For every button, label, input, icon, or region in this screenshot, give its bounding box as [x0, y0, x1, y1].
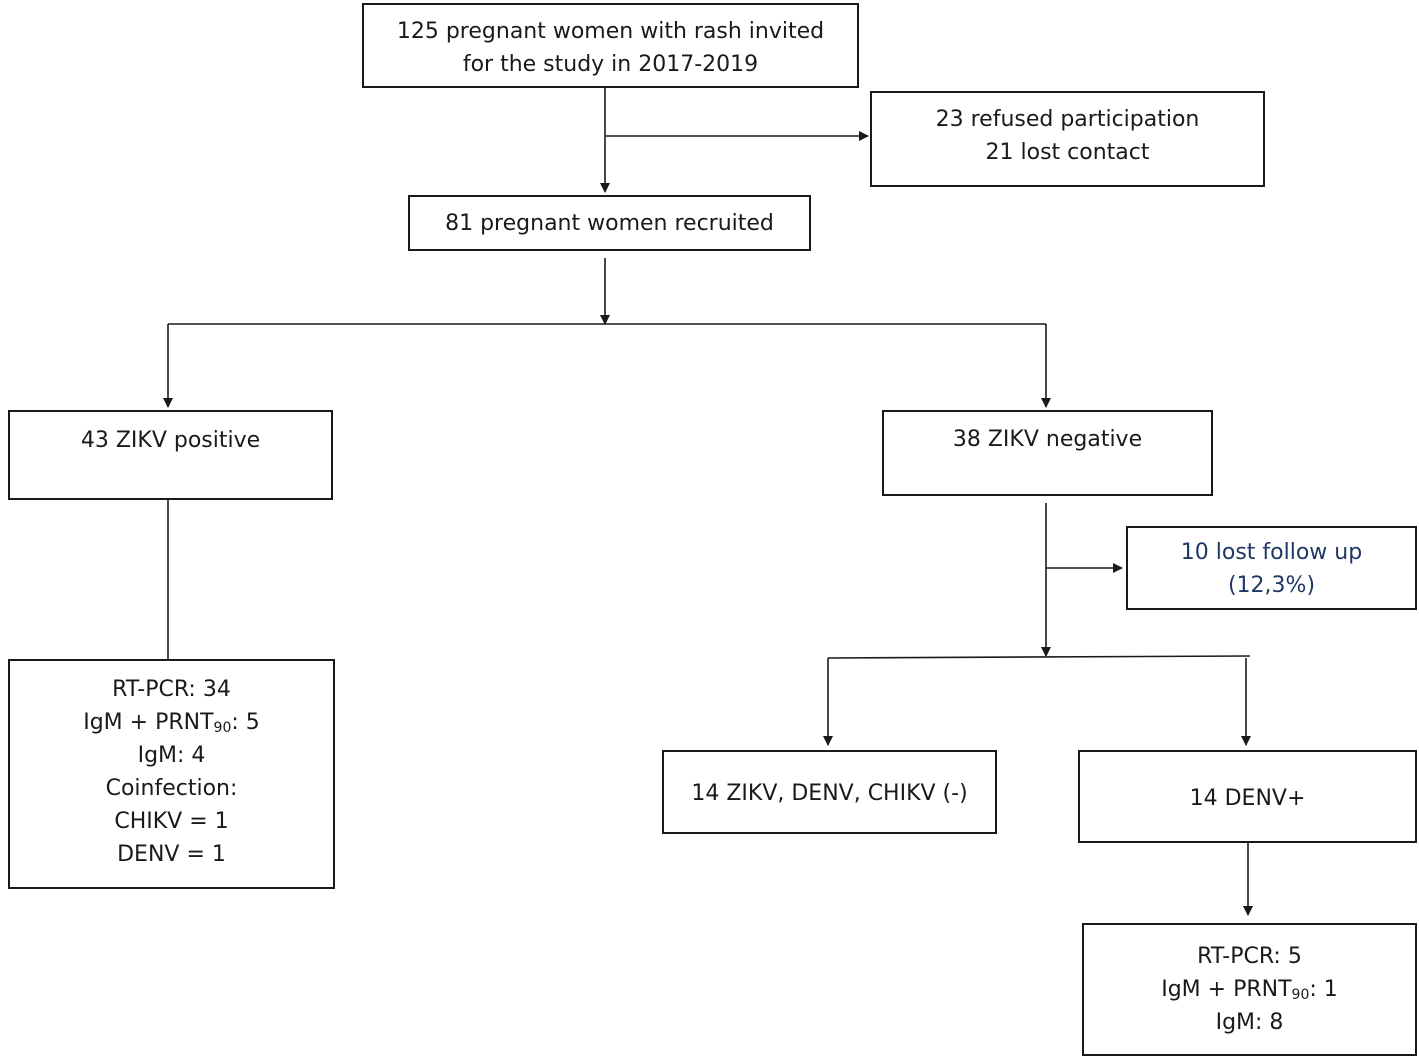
lost-follow-up-line-2: (12,3%): [1227, 573, 1316, 598]
zikv-positive-label: 43 ZIKV positive: [80, 428, 261, 453]
coinfection-label: Coinfection:: [105, 776, 238, 801]
zikv-positive-details-box: RT-PCR: 34 IgM + PRNT90: 5 IgM: 4 Coinfe…: [8, 659, 335, 889]
invited-line-1: 125 pregnant women with rash invited: [396, 19, 825, 44]
denv-igm-prnt-count: IgM + PRNT90: 1: [1161, 977, 1338, 1003]
chikv-count: CHIKV = 1: [114, 809, 229, 834]
denv-count: DENV = 1: [117, 842, 226, 867]
excluded-line-2: 21 lost contact: [985, 140, 1150, 165]
igm-prnt-count: IgM + PRNT90: 5: [83, 710, 260, 736]
denv-rtpcr-count: RT-PCR: 5: [1197, 944, 1302, 969]
denv-positive-label: 14 DENV+: [1189, 786, 1306, 811]
lost-follow-up-box: 10 lost follow up (12,3%): [1126, 526, 1417, 610]
zikv-negative-box: 38 ZIKV negative: [882, 410, 1213, 496]
denv-positive-box: 14 DENV+: [1078, 750, 1417, 843]
excluded-line-1: 23 refused participation: [935, 107, 1200, 132]
zikv-negative-label: 38 ZIKV negative: [952, 427, 1143, 452]
lost-follow-up-line-1: 10 lost follow up: [1180, 540, 1363, 565]
zikv-positive-box: 43 ZIKV positive: [8, 410, 333, 500]
recruited-box: 81 pregnant women recruited: [408, 195, 811, 251]
invited-line-2: for the study in 2017-2019: [462, 52, 759, 77]
recruited-label: 81 pregnant women recruited: [445, 211, 774, 236]
igm-count: IgM: 4: [137, 743, 206, 768]
invited-box: 125 pregnant women with rash invited for…: [362, 3, 859, 88]
all-negative-box: 14 ZIKV, DENV, CHIKV (-): [662, 750, 997, 834]
rtpcr-count: RT-PCR: 34: [112, 677, 231, 702]
denv-igm-count: IgM: 8: [1215, 1010, 1284, 1035]
split-line-negative: [827, 655, 1251, 659]
denv-details-box: RT-PCR: 5 IgM + PRNT90: 1 IgM: 8: [1082, 923, 1417, 1056]
all-negative-label: 14 ZIKV, DENV, CHIKV (-): [691, 781, 968, 806]
excluded-box: 23 refused participation 21 lost contact: [870, 91, 1265, 187]
